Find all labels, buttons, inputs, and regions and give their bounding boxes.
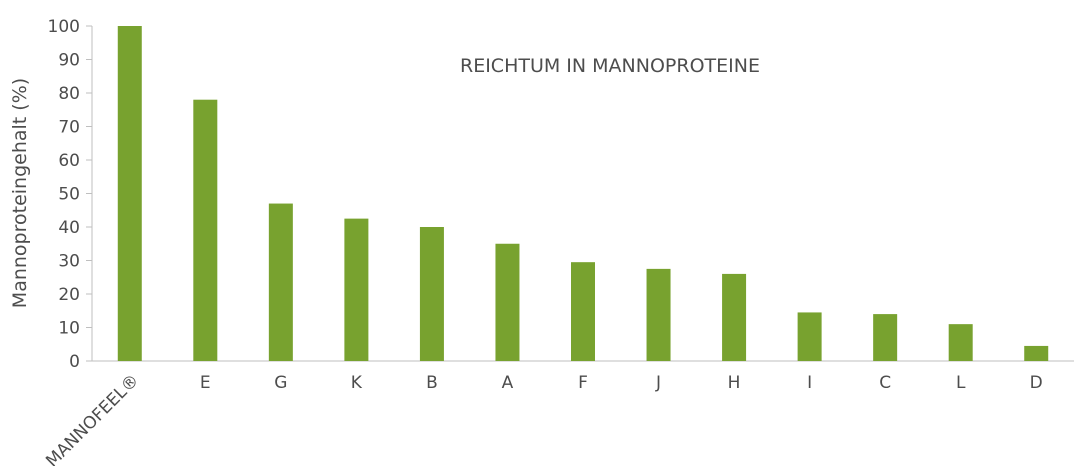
x-tick-label: C (879, 373, 891, 393)
y-tick-label: 50 (58, 185, 80, 205)
x-tick-label: B (426, 373, 438, 393)
y-tick-label: 0 (69, 352, 80, 372)
bar (722, 273, 747, 361)
y-axis-title: Mannoproteingehalt (%) (9, 78, 31, 308)
bar (646, 268, 671, 361)
x-tick-label: MANNOFEEL® (42, 370, 143, 466)
y-tick-label: 60 (58, 151, 80, 171)
bar (419, 227, 444, 361)
y-tick-label: 100 (48, 17, 80, 37)
bar (193, 99, 218, 361)
bar (797, 312, 822, 361)
x-tick-label: D (1030, 373, 1043, 393)
y-tick-label: 20 (58, 285, 80, 305)
x-tick-label: E (200, 373, 211, 393)
bar (571, 262, 595, 361)
bar (117, 26, 142, 361)
bar (873, 314, 898, 361)
bar (495, 243, 520, 361)
bars (117, 26, 1049, 361)
y-tick-label: 40 (58, 218, 80, 238)
x-tick-label: F (578, 373, 588, 393)
y-tick-label: 30 (58, 252, 80, 272)
bar (948, 324, 973, 361)
x-tick-label: J (655, 373, 661, 393)
x-axis-labels: MANNOFEEL® E G K B A F J H I C L D (42, 370, 1042, 466)
x-tick-label: K (351, 373, 363, 393)
x-tick-label: G (274, 373, 287, 393)
y-tick-label: 90 (58, 51, 80, 71)
chart-title: REICHTUM IN MANNOPROTEINE (460, 55, 760, 77)
y-tick-label: 70 (58, 118, 80, 138)
x-tick-label: H (728, 373, 741, 393)
bar (268, 203, 293, 361)
y-axis: 0 10 20 30 40 50 60 70 80 90 100 (48, 17, 93, 372)
y-tick-label: 80 (58, 84, 80, 104)
bar (344, 218, 369, 361)
x-tick-label: A (502, 373, 514, 393)
bar (1024, 345, 1049, 361)
x-tick-label: I (807, 373, 812, 393)
y-tick-label: 10 (58, 319, 80, 339)
x-tick-label: L (956, 373, 966, 393)
